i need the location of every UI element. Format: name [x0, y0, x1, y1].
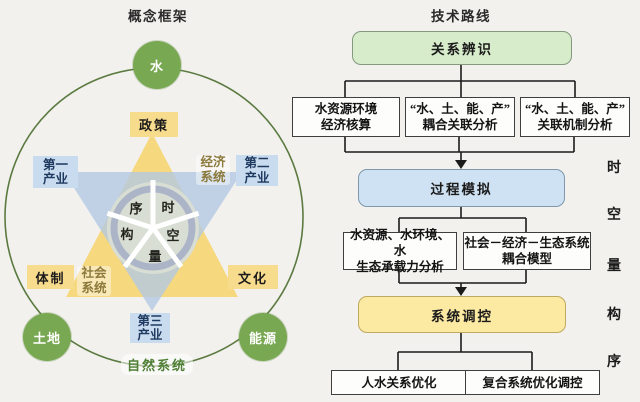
- tag-line: 第一: [42, 157, 68, 172]
- box-line: 水资源环境: [314, 102, 378, 116]
- flow-box-carrying-capacity-analysis: 水资源、水环境、水 生态承载力分析: [343, 228, 457, 274]
- node-water: 水: [133, 41, 181, 89]
- box-line: 关联机制分析: [537, 118, 613, 132]
- box-line: 耦合关联分析: [422, 118, 498, 132]
- dim-label-structure: 构: [607, 308, 621, 323]
- box-line: 经济核算: [320, 118, 371, 132]
- box-line: 耦合模型: [501, 252, 552, 266]
- box-line: 水资源、水环境、水: [349, 228, 450, 258]
- label-economic-system: 经济 系统: [196, 155, 230, 185]
- box-line: “水、土、能、产”: [524, 102, 625, 116]
- box-line: 社会－经济－生态系统: [464, 236, 590, 250]
- box-line: 生态承载力分析: [356, 260, 444, 274]
- dim-label-quantity: 量: [607, 259, 621, 274]
- flow-box-correlation-mechanism-analysis: “水、土、能、产” 关联机制分析: [520, 97, 630, 137]
- label-social-system: 社会 系统: [77, 266, 111, 296]
- flow-stage-system-regulation: 系统调控: [358, 296, 566, 333]
- flow-box-human-water-optimization: 人水关系优化: [331, 370, 467, 395]
- arrow-down-icon: [455, 287, 467, 296]
- flow-box-coupling-correlation-analysis: “水、土、能、产” 耦合关联分析: [405, 97, 515, 137]
- flow-connectors: [344, 63, 576, 370]
- route-panel-title: 技术路线: [431, 9, 491, 24]
- wheel-spokes-shape: [106, 180, 200, 269]
- label-natural-system: 自然系统: [121, 354, 194, 375]
- flow-stage-process-simulation: 过程模拟: [358, 169, 565, 207]
- wheel-label-order: 序: [129, 201, 143, 216]
- wheel-label-time: 时: [161, 200, 175, 215]
- flow-box-coupled-model: 社会－经济－生态系统 耦合模型: [463, 232, 591, 270]
- tag-institution: 体制: [27, 265, 74, 289]
- label-line: 社会: [81, 266, 107, 280]
- flow-box-water-accounting: 水资源环境 经济核算: [292, 97, 400, 137]
- tag-line: 产业: [244, 170, 270, 185]
- tag-policy: 政策: [130, 112, 178, 137]
- box-line: “水、土、能、产”: [409, 102, 510, 116]
- flow-box-composite-system-regulation: 复合系统优化调控: [465, 370, 600, 395]
- concept-panel-title: 概念框架: [128, 9, 188, 24]
- label-line: 经济: [200, 155, 226, 169]
- flow-stage-relationship-identification: 关系辨识: [352, 31, 572, 65]
- dim-label-time: 时: [607, 161, 621, 176]
- tag-line: 产业: [42, 172, 68, 186]
- tag-third-industry: 第三 产业: [130, 313, 170, 343]
- wheel-label-quantity: 量: [148, 249, 162, 264]
- arrow-down-icon: [455, 160, 467, 169]
- dim-label-order: 序: [607, 355, 621, 370]
- tag-first-industry: 第一 产业: [33, 156, 78, 188]
- tag-line: 第三: [137, 313, 163, 328]
- tag-line: 第二: [244, 156, 270, 170]
- wheel-label-structure: 构: [120, 227, 134, 242]
- node-land: 土地: [23, 313, 71, 361]
- tag-culture: 文化: [228, 265, 278, 289]
- tag-second-industry: 第二 产业: [236, 155, 278, 186]
- tag-line: 产业: [137, 328, 163, 342]
- wheel-label-space: 空: [166, 228, 180, 243]
- node-energy: 能源: [239, 313, 287, 361]
- dim-label-space: 空: [607, 208, 621, 223]
- label-line: 系统: [200, 170, 226, 184]
- label-line: 系统: [81, 281, 107, 295]
